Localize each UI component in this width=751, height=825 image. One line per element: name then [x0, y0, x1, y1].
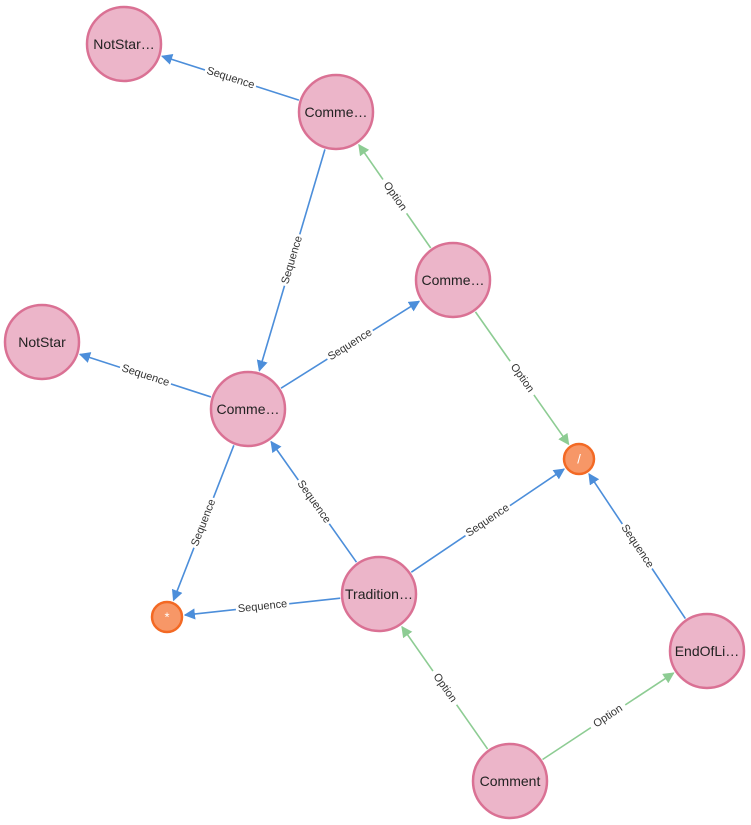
edge-n2-n5[interactable]: Sequence [256, 149, 326, 372]
edge-label-group: Sequence [277, 232, 307, 288]
edge-label-background [292, 475, 335, 528]
node-label: / [577, 452, 581, 467]
node-n6[interactable]: / [562, 442, 596, 476]
node-label: Tradition… [345, 586, 413, 602]
node-label: * [164, 610, 169, 625]
node-n7[interactable]: * [150, 600, 184, 634]
edge-n3-n6[interactable]: Option [474, 311, 570, 446]
node-circle[interactable] [297, 73, 375, 151]
node-circle[interactable] [85, 5, 163, 83]
node-circle[interactable] [209, 370, 287, 448]
node-n5[interactable]: Comme… [209, 370, 287, 448]
edge-n9-n6[interactable]: Sequence [588, 473, 687, 619]
node-n4[interactable]: NotStar [3, 303, 81, 381]
edge-label: Sequence [326, 326, 374, 363]
edge-label-group: Sequence [292, 475, 335, 528]
node-label: Comme… [216, 401, 279, 417]
node-label: Comment [480, 773, 541, 789]
edge-n8-n5[interactable]: Sequence [270, 440, 358, 563]
node-circle[interactable] [3, 303, 81, 381]
edge-label-background [235, 596, 290, 617]
edge-n2-n1[interactable]: Sequence [161, 53, 300, 101]
node-label: NotStar [18, 334, 66, 350]
edge-label-background [616, 520, 658, 573]
edge-label-background [323, 324, 377, 365]
edge-label-group: Option [504, 357, 540, 399]
node-circle[interactable] [414, 241, 492, 319]
edge-label-group: Sequence [187, 495, 220, 551]
node-label: NotStar… [93, 36, 154, 52]
edge-label-group: Sequence [117, 360, 174, 391]
node-n3[interactable]: Comme… [414, 241, 492, 319]
node-circle[interactable] [562, 442, 596, 476]
edge-label: Sequence [120, 362, 171, 389]
node-n8[interactable]: Tradition… [340, 555, 418, 633]
edge-label: Sequence [618, 522, 655, 570]
edge-label: Sequence [237, 598, 288, 615]
edge-label-background [504, 357, 540, 399]
edge-label-background [377, 175, 413, 218]
node-label: EndOfLi… [675, 643, 740, 659]
edge-n5-n7[interactable]: Sequence [171, 445, 235, 602]
nodes-layer: NotStar…Comme…Comme…NotStarComme…/*Tradi… [3, 5, 746, 820]
node-n9[interactable]: EndOfLi… [668, 612, 746, 690]
edge-label-group: Sequence [461, 499, 514, 542]
edge-label-group: Option [587, 699, 630, 734]
edge-label-background [587, 699, 630, 734]
edge-label: Sequence [295, 478, 333, 525]
edge-label-group: Option [377, 175, 413, 218]
node-label: Comme… [304, 104, 367, 120]
edge-n10-n9[interactable]: Option [542, 672, 675, 761]
node-label: Comme… [421, 272, 484, 288]
edge-label-group: Sequence [616, 520, 658, 573]
edge-label-background [117, 360, 174, 391]
edge-label-background [277, 232, 307, 288]
edge-label: Sequence [205, 65, 256, 92]
edge-n8-n7[interactable]: Sequence [183, 596, 341, 620]
edge-label-group: Option [427, 667, 463, 709]
node-circle[interactable] [340, 555, 418, 633]
edge-label-group: Sequence [323, 324, 377, 365]
edge-label: Sequence [464, 502, 512, 540]
edge-n8-n6[interactable]: Sequence [410, 468, 566, 573]
node-circle[interactable] [150, 600, 184, 634]
edge-n3-n2[interactable]: Option [358, 143, 432, 249]
edge-label-group: Sequence [202, 63, 259, 94]
node-circle[interactable] [668, 612, 746, 690]
edge-label-background [187, 495, 220, 551]
edge-label-background [202, 63, 259, 94]
node-n1[interactable]: NotStar… [85, 5, 163, 83]
edge-n10-n8[interactable]: Option [401, 625, 489, 750]
edges-layer: SequenceSequenceOptionOptionSequenceSequ… [78, 53, 687, 761]
edge-n5-n3[interactable]: Sequence [280, 300, 421, 389]
edge-label-background [427, 667, 463, 709]
edge-label-group: Sequence [235, 596, 290, 617]
node-n2[interactable]: Comme… [297, 73, 375, 151]
node-circle[interactable] [471, 742, 549, 820]
edge-label: Sequence [279, 235, 305, 286]
node-n10[interactable]: Comment [471, 742, 549, 820]
edge-label-background [461, 499, 514, 542]
edge-n5-n4[interactable]: Sequence [78, 352, 212, 398]
